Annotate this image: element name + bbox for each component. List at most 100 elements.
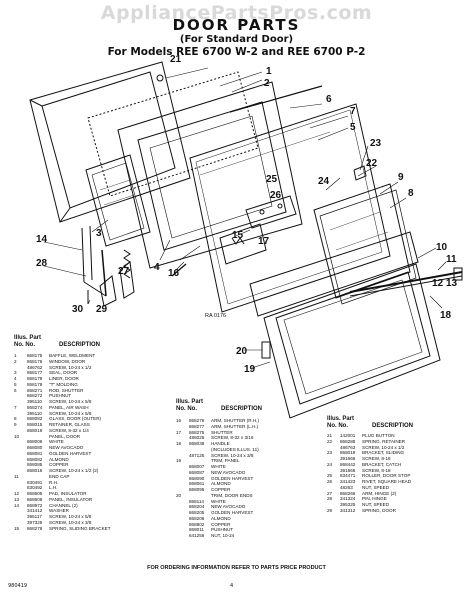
part-no: 341412 — [27, 508, 43, 514]
description: LINER, DOOR — [49, 376, 79, 381]
description: NEW AVOCADO — [49, 445, 84, 450]
description: GOLDEN HARVEST — [211, 475, 254, 481]
illus-no: 7 — [14, 404, 17, 410]
callout-3: 3 — [96, 228, 102, 239]
description: GOLDEN HARVEST — [49, 450, 92, 456]
part-no: 395110 — [27, 410, 42, 416]
part-no: 868205 — [189, 510, 205, 515]
table-row: 19 TRIM, PANEL — [176, 458, 259, 464]
part-no: 868272 — [27, 393, 43, 399]
table-row: (INCLUDES ILLUS. 11) — [176, 447, 259, 453]
description: TRIM, DOOR ENDS — [211, 492, 253, 498]
illus-no — [176, 533, 189, 539]
description: TRIM, PANEL — [211, 458, 240, 464]
page-subtitle: (For Standard Door) — [179, 34, 294, 45]
part-no: 868176 — [27, 358, 43, 364]
illus-no: 6 — [14, 387, 17, 393]
illus-no: 27 — [327, 490, 333, 496]
shutter-rod — [229, 85, 323, 113]
description: SCREW, 10-24 x 1/2 (2) — [49, 468, 99, 473]
part-no: 486762 — [27, 364, 43, 370]
callout-17: 17 — [258, 236, 270, 247]
part-no: 391666 — [340, 467, 356, 473]
description: (INCLUDES ILLUS. 11) — [211, 446, 259, 452]
shutter — [219, 223, 267, 265]
callout-11: 11 — [446, 254, 457, 265]
description: COPPER — [211, 521, 231, 527]
illus-no: 11 — [14, 473, 19, 479]
illus-no: 3 — [14, 370, 17, 376]
door-liner — [117, 81, 303, 269]
callout-24: 24 — [318, 176, 330, 187]
ra-code: RA 0176 — [205, 313, 227, 319]
description: "T" MOLDING — [49, 381, 78, 387]
part-no: 487125 — [189, 452, 205, 458]
part-no: 868085 — [27, 462, 43, 468]
col2-header: Illus. Part No. No.DESCRIPTION — [176, 399, 263, 412]
illus-no: 19 — [176, 458, 182, 464]
description: SCREW, 8-32 x 1/4 — [49, 427, 89, 433]
callout-5: 5 — [350, 122, 356, 133]
callout-26: 26 — [270, 190, 282, 201]
part-no: 341312 — [340, 507, 356, 513]
callout-28: 28 — [36, 258, 48, 269]
illus-no: 12 — [14, 491, 20, 496]
callout-25: 25 — [266, 174, 278, 185]
callout-21: 21 — [170, 54, 182, 65]
description: ARM, HINGE (2) — [362, 490, 397, 496]
part-no: 868038 — [189, 441, 205, 446]
description: ROD, SHUTTER — [49, 387, 84, 393]
callout-9: 9 — [398, 172, 404, 183]
table-row: 391666 SCREW, 8-18 — [327, 468, 411, 474]
part-no: 868006 — [27, 439, 43, 445]
callout-10: 10 — [436, 242, 448, 253]
description: PANEL, INSULATOR — [49, 496, 93, 502]
callout-7: 7 — [350, 106, 356, 117]
footer-code: 980419 — [8, 583, 28, 589]
illus-no: 16 — [176, 418, 182, 423]
description: COPPER — [49, 462, 69, 468]
description: ALMOND — [211, 481, 231, 487]
description: SCREW, 8-18 — [362, 467, 391, 473]
part-no: 868090 — [189, 475, 205, 481]
baffle-weldment — [29, 61, 191, 223]
callout-15: 15 — [232, 230, 244, 241]
part-no: 868007 — [189, 464, 205, 469]
part-no: 868271 — [27, 387, 43, 393]
part-no: 868061 — [189, 481, 205, 487]
part-no: 868972 — [27, 502, 43, 508]
description: NUT, 10-24 — [211, 533, 235, 538]
illus-no: 13 — [14, 496, 20, 502]
description: RETAINER, GLASS — [49, 422, 90, 427]
ordering-footer: FOR ORDERING INFORMATION REFER TO PARTS … — [147, 565, 326, 571]
description: PUSHNUT — [211, 527, 234, 533]
description: SCREW, 8-18 — [362, 456, 391, 461]
part-no: 868206 — [189, 515, 205, 521]
part-no: 868019 — [340, 450, 356, 456]
callout-19: 19 — [244, 364, 256, 375]
description: CHANNEL (2) — [49, 502, 78, 508]
part-no: 868011 — [189, 527, 204, 533]
